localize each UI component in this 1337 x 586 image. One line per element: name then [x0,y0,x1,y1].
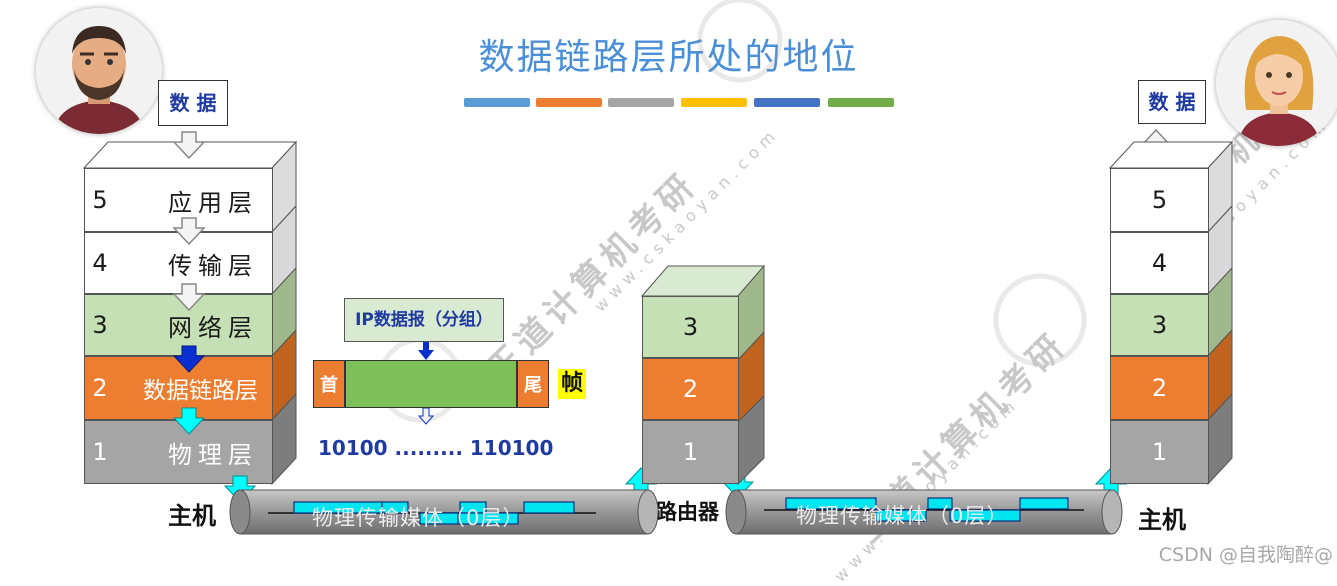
left-datalink-down-arrow [172,407,206,435]
left-layer-3-num: 3 [92,311,108,339]
title-bar-gray [608,98,674,107]
left-layer-4-name: 传输层 [168,251,258,280]
router-layer-1: 1 [642,420,739,484]
man-avatar [36,8,162,134]
right-layer-2: 2 [1110,356,1209,420]
title-bar-green [828,98,894,107]
left-media-label: 物理传输媒体（0层） [312,506,525,530]
right-data-box: 数 据 [1138,80,1206,124]
right-layer-3-num: 3 [1151,311,1168,339]
left-host-3d-sides [82,140,298,486]
right-host-3d-sides [1108,140,1234,486]
router-layer-2: 2 [642,358,739,420]
left-host-label: 主机 [168,502,216,530]
frame-body [345,360,517,408]
packet-down-arrow [418,342,434,360]
left-layer-1: 1 物理层 [84,420,273,484]
right-media-label: 物理传输媒体（0层） [796,504,1009,528]
left-layer-5-name: 应用层 [168,188,258,217]
right-layer-5: 5 [1110,168,1209,232]
left-layer-3-name: 网络层 [168,313,258,342]
frame-down-arrow [418,408,434,425]
right-layer-2-num: 2 [1151,374,1168,402]
frame-tail: 尾 [517,360,549,408]
left-data-box: 数 据 [158,80,228,126]
router-3d-sides [640,264,766,486]
router-layer-2-num: 2 [682,375,699,403]
right-media-cylinder [725,489,1123,535]
left-layer-5-num: 5 [92,186,108,214]
ip-packet-box: IP数据报（分组） [344,298,504,342]
left-layer-2: 2 数据链路层 [84,356,273,420]
right-layer-3: 3 [1110,294,1209,356]
woman-avatar [1216,20,1337,146]
router-layer-3-num: 3 [682,313,699,341]
left-layer-1-name: 物理层 [168,440,258,469]
right-layer-5-num: 5 [1151,186,1168,214]
right-layer-1-num: 1 [1151,438,1168,466]
left-layer-1-num: 1 [92,438,108,466]
right-layer-1: 1 [1110,420,1209,484]
left-layer-4: 4 传输层 [84,232,273,294]
left-layer-2-name: 数据链路层 [143,378,258,404]
left-host-down-arrows [172,131,206,312]
right-host-label: 主机 [1138,506,1186,534]
left-layer-3: 3 网络层 [84,294,273,356]
title-bar-orange [536,98,602,107]
left-media-cylinder [229,489,659,535]
title-bar-blue [464,98,530,107]
router-label: 路由器 [656,500,719,524]
page-title: 数据链路层所处的地位 [478,37,859,78]
router-layer-3: 3 [642,296,739,358]
title-bar-yellow [681,98,747,107]
left-network-down-arrow [172,345,206,373]
csdn-watermark: CSDN @自我陶醉@ [1158,544,1333,566]
right-layer-4: 4 [1110,232,1209,294]
bit-stream: 10100 ......... 110100 [318,436,554,460]
title-bar-darkblue [754,98,820,107]
left-layer-2-num: 2 [92,374,108,402]
frame-head: 首 [313,360,345,408]
router-layer-1-num: 1 [682,438,699,466]
frame-label: 帧 [558,369,586,399]
left-layer-4-num: 4 [92,249,108,277]
right-layer-4-num: 4 [1151,249,1168,277]
